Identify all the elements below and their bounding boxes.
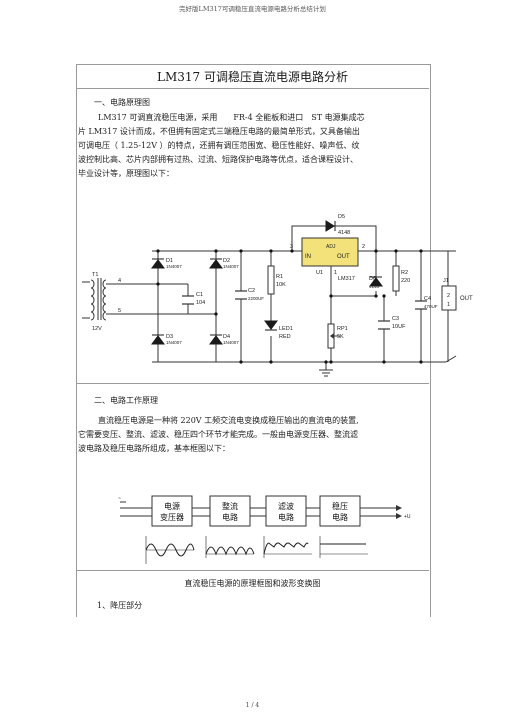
label-node5: 5 bbox=[118, 308, 121, 314]
label-c2-value: 2200UF bbox=[248, 296, 264, 301]
label-out: OUT bbox=[460, 296, 473, 302]
section-heading-1: 一、电路原理图 bbox=[94, 98, 150, 107]
label-d5-value: 4148 bbox=[338, 230, 350, 236]
block-label: 电路 bbox=[332, 512, 348, 522]
diagram-divider bbox=[76, 570, 429, 571]
label-ic-out: OUT bbox=[337, 254, 350, 260]
label-pin2: 2 bbox=[362, 244, 365, 250]
label-r1-value: 10K bbox=[276, 282, 286, 288]
label-c3-value: 10UF bbox=[392, 324, 406, 330]
regulator-ic-u1 bbox=[301, 237, 359, 267]
label-node4: 4 bbox=[118, 278, 121, 284]
label-u1: U1 bbox=[316, 270, 323, 276]
label-c3: C3 bbox=[392, 316, 399, 322]
label-c4: C4 bbox=[424, 296, 431, 302]
label-d3-value: 1N4007 bbox=[166, 340, 182, 345]
diode-d4 bbox=[209, 335, 223, 345]
label-d1-value: 1N4007 bbox=[166, 264, 182, 269]
block-regulator bbox=[319, 495, 361, 527]
label-ic-in: IN bbox=[305, 254, 311, 260]
section-heading-2: 二、电路工作原理 bbox=[94, 396, 158, 405]
circuit-schematic: D5 4148 3 2 1 IN ADJ OUT U1 LM317 T1 4 5… bbox=[82, 214, 473, 377]
block-label: 电路 bbox=[278, 512, 294, 522]
block-label: 变压器 bbox=[160, 512, 184, 522]
block-label: 电路 bbox=[222, 512, 238, 522]
label-t1: T1 bbox=[92, 272, 98, 278]
intro-line: 可调电压（ 1.25-12V ）的特点，还拥有调压范围宽、稳压性能好、噪声低、纹 bbox=[78, 141, 360, 150]
intro-line: 片 LM317 设计而成，不但拥有固定式三端稳压电路的最简单形式，又具备输出 bbox=[78, 127, 360, 136]
label-c1: C1 bbox=[196, 292, 203, 298]
diode-d6 bbox=[369, 277, 383, 287]
label-j1-pin2: 2 bbox=[447, 293, 450, 299]
label-rp1: RP1 bbox=[337, 326, 348, 332]
label-d2: D2 bbox=[223, 258, 230, 264]
block-transformer bbox=[151, 495, 193, 527]
block-rectifier bbox=[209, 495, 251, 527]
page-number: 1 / 4 bbox=[245, 702, 260, 709]
diode-d3 bbox=[151, 335, 165, 345]
label-d2-value: 1N4007 bbox=[223, 264, 239, 269]
label-12v: 12V bbox=[92, 326, 102, 332]
diode-d5 bbox=[325, 220, 335, 232]
work-line: 它需要变压、整流、滤波、稳压四个环节才能完成。一般由电源变压器、整流滤 bbox=[78, 430, 358, 439]
label-pin1: 1 bbox=[334, 270, 337, 276]
transformer-t1 bbox=[82, 278, 107, 321]
resistor-r1 bbox=[267, 265, 275, 295]
waveform-ac bbox=[145, 543, 195, 557]
label-c4-value: 470UF bbox=[424, 304, 438, 309]
led-1 bbox=[264, 320, 278, 330]
label-r2-value: 220 bbox=[401, 278, 410, 284]
diode-d2 bbox=[209, 259, 223, 269]
block-label: 整流 bbox=[222, 501, 238, 511]
label-rp1-value: 5K bbox=[337, 334, 344, 340]
resistor-r2 bbox=[392, 265, 400, 292]
content-frame bbox=[76, 64, 431, 617]
intro-line: 毕业设计等，原理图以下： bbox=[78, 169, 174, 178]
label-r1: R1 bbox=[276, 274, 283, 280]
intro-line: LM317 可调直流稳压电源，采用 FR-4 全能板和进口 ST 电源集成芯 bbox=[98, 113, 365, 122]
waveform-filtered bbox=[263, 542, 309, 555]
output-label: +U bbox=[404, 514, 411, 520]
title-divider bbox=[76, 88, 429, 89]
label-j1-pin1: 1 bbox=[447, 302, 450, 308]
label-pin3: 3 bbox=[290, 244, 293, 250]
work-line: 波电路及稳压电路所组成，基本框图以下： bbox=[78, 444, 230, 453]
subsection-heading: 1、降压部分 bbox=[97, 601, 143, 610]
block-label: 稳压 bbox=[332, 501, 348, 511]
schematic-divider bbox=[76, 383, 429, 384]
intro-line: 波控制比高、芯片内部拥有过热、过流、短路保护电路等优点，适合课程设计、 bbox=[78, 155, 358, 164]
block-label: 电源 bbox=[164, 501, 180, 511]
label-d1: D1 bbox=[166, 258, 173, 264]
intro-paragraph: LM317 可调直流稳压电源，采用 FR-4 全能板和进口 ST 电源集成芯 片… bbox=[78, 111, 428, 181]
label-d3: D3 bbox=[166, 334, 173, 340]
page-title: LM317 可调稳压直流电源电路分析 bbox=[157, 70, 348, 84]
label-j1: J1 bbox=[443, 278, 449, 284]
input-label: ~ bbox=[118, 496, 121, 502]
work-line: 直流稳压电源是一种将 220V 工频交流电变换成稳压输出的直流电的装置, bbox=[98, 416, 359, 425]
label-ic-adj: ADJ bbox=[326, 244, 336, 250]
label-d4-value: 1N4007 bbox=[223, 340, 239, 345]
label-c1-value: 104 bbox=[196, 300, 205, 306]
label-c2: C2 bbox=[248, 288, 255, 294]
figure-caption: 直流稳压电源的原理框图和波形变换图 bbox=[184, 579, 321, 588]
running-header: 完好版LM317可调稳压直流电源电路分析总结计划 bbox=[179, 5, 326, 13]
label-d5: D5 bbox=[338, 214, 345, 220]
label-d6: D6 bbox=[369, 276, 376, 282]
label-d6-value: 4148 bbox=[369, 284, 380, 289]
waveform-rectified bbox=[205, 546, 255, 556]
block-diagram: 电源 变压器 整流 电路 滤波 电路 稳压 电路 ~ +U bbox=[118, 495, 411, 564]
label-led1-value: RED bbox=[279, 334, 291, 340]
block-filter bbox=[265, 495, 307, 527]
block-label: 滤波 bbox=[278, 501, 294, 511]
label-d4: D4 bbox=[223, 334, 230, 340]
diode-d1 bbox=[151, 259, 165, 269]
label-r2: R2 bbox=[401, 270, 408, 276]
label-lm317: LM317 bbox=[338, 276, 355, 282]
output-connector-j1 bbox=[441, 285, 457, 311]
work-paragraph: 直流稳压电源是一种将 220V 工频交流电变换成稳压输出的直流电的装置, 它需要… bbox=[78, 414, 428, 456]
label-led1: LED1 bbox=[279, 326, 293, 332]
